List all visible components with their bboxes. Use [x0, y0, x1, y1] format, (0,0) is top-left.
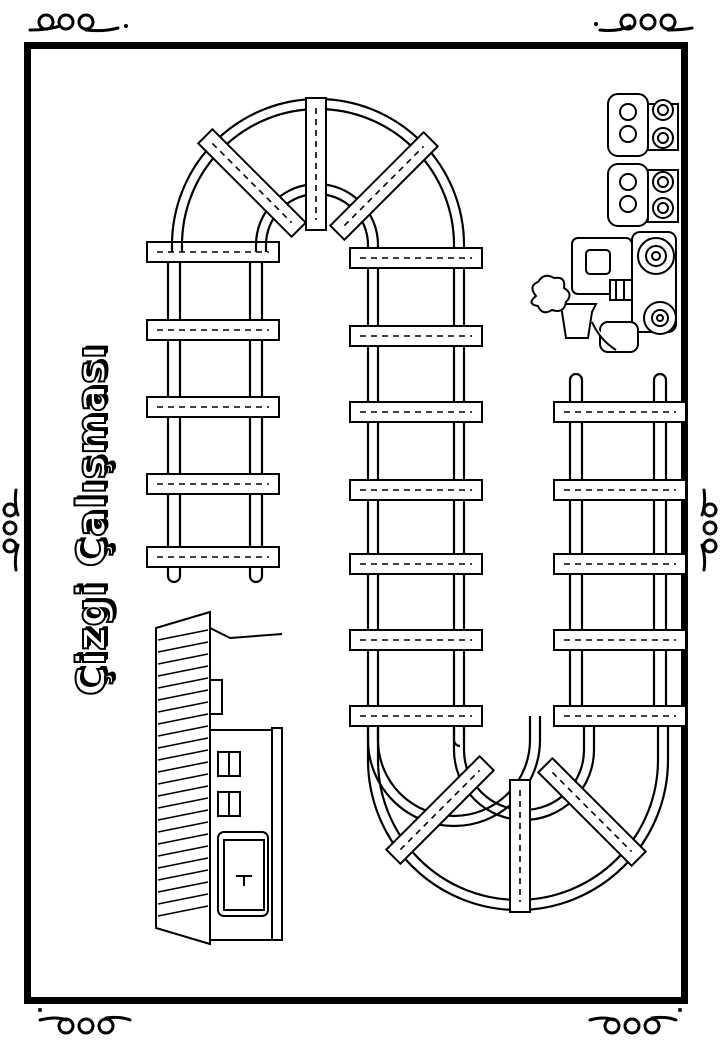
train-illustration — [530, 93, 679, 353]
swirl-ornament-top-right — [598, 13, 694, 32]
curve-ties-top — [197, 97, 439, 241]
curve-ties-bottom — [385, 755, 647, 913]
middle-track-ties — [349, 247, 483, 727]
station-illustration — [155, 610, 283, 946]
right-straight-track — [553, 372, 687, 727]
title-text: Çizgi Çalışması — [68, 343, 116, 696]
left-straight-track — [145, 240, 281, 584]
swirl-ornament-left — [2, 488, 20, 572]
swirl-ornament-right — [700, 488, 718, 572]
swirl-ornament-bottom-right — [588, 1015, 678, 1035]
swirl-ornament-bottom-left — [38, 1015, 132, 1035]
swirl-ornament-top-left — [28, 13, 120, 33]
